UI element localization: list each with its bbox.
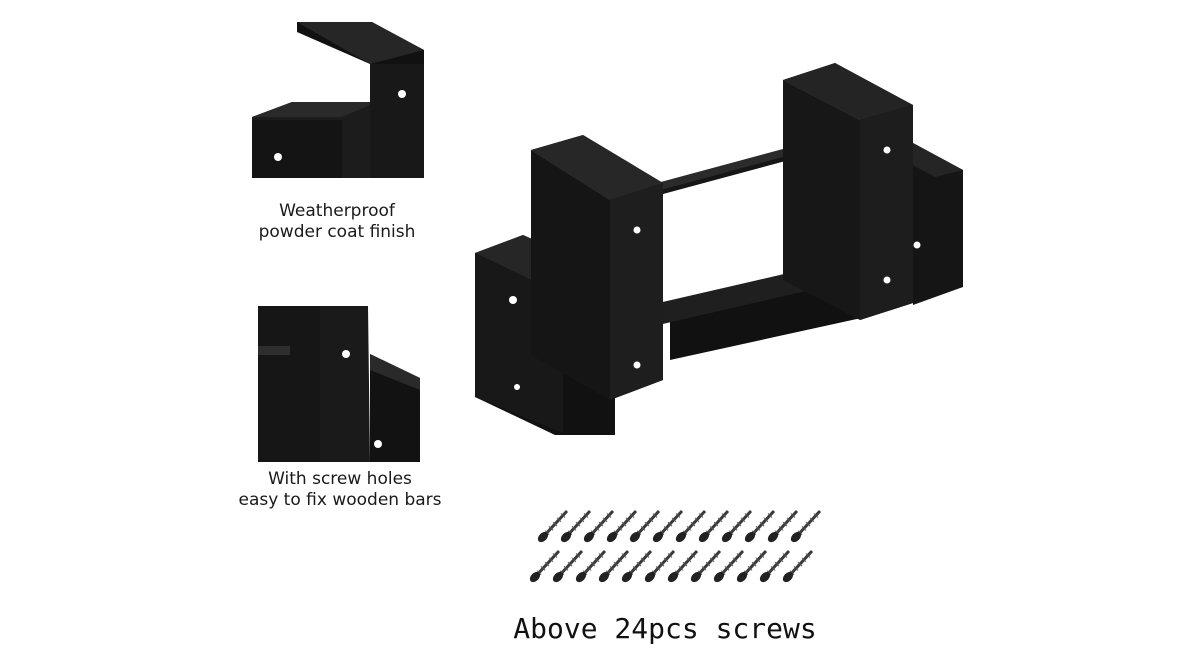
weatherproof-caption: Weatherproof powder coat finish xyxy=(232,201,442,243)
screw xyxy=(606,509,638,543)
screw xyxy=(621,549,653,583)
weatherproof-caption-line-1: Weatherproof xyxy=(279,201,395,221)
screw xyxy=(537,509,569,543)
screw xyxy=(675,509,707,543)
bracket-product-image xyxy=(465,55,975,445)
screw xyxy=(767,509,799,543)
screw-holes-closeup-image xyxy=(258,306,420,462)
screw xyxy=(652,509,684,543)
weatherproof-caption-line-2: powder coat finish xyxy=(258,222,416,242)
screw xyxy=(529,549,561,583)
screw xyxy=(759,549,791,583)
screw xyxy=(721,509,753,543)
screw xyxy=(744,509,776,543)
weatherproof-closeup-image xyxy=(252,22,424,178)
screw-set-image xyxy=(515,505,845,595)
screw xyxy=(598,549,630,583)
screw xyxy=(644,549,676,583)
screw xyxy=(713,549,745,583)
screw xyxy=(560,509,592,543)
screw-holes-caption: With screw holes easy to fix wooden bars xyxy=(225,469,455,511)
screw xyxy=(790,509,822,543)
screw-caption: Above 24pcs screws xyxy=(513,612,817,645)
screw xyxy=(690,549,722,583)
screw-holes-caption-line-2: easy to fix wooden bars xyxy=(238,490,442,510)
screw xyxy=(552,549,584,583)
screw xyxy=(629,509,661,543)
screw xyxy=(782,549,814,583)
screw xyxy=(736,549,768,583)
screw xyxy=(698,509,730,543)
screw xyxy=(667,549,699,583)
screw xyxy=(583,509,615,543)
screw-holes-caption-line-1: With screw holes xyxy=(268,469,412,489)
screw xyxy=(575,549,607,583)
